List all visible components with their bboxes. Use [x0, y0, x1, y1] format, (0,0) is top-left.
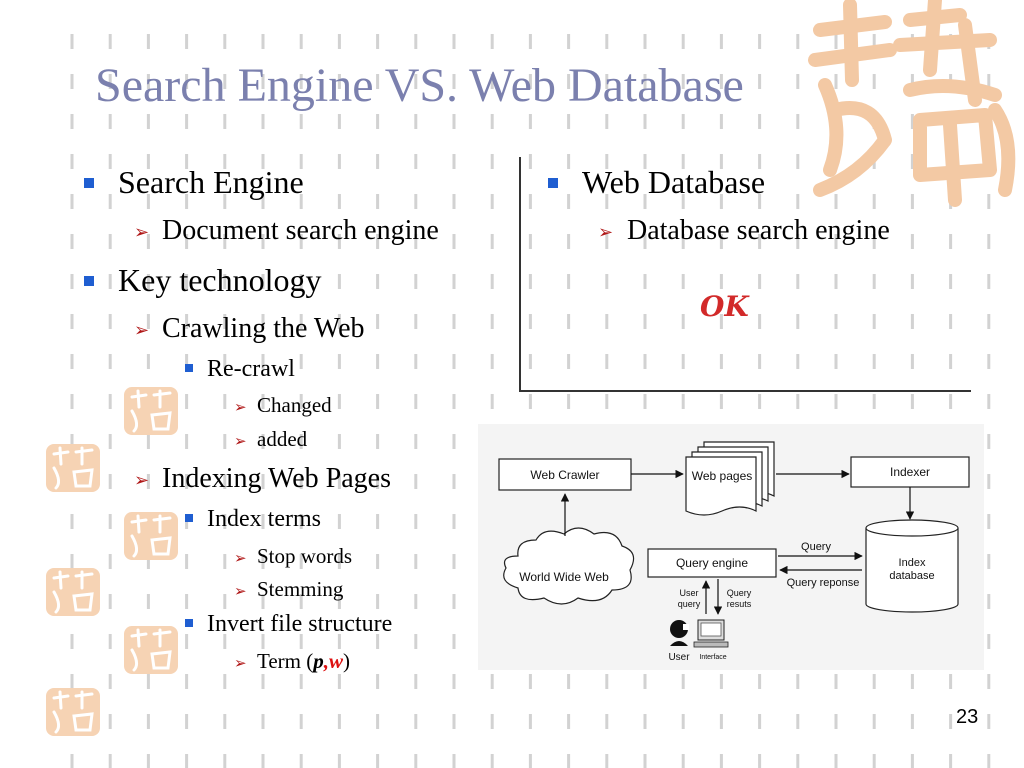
index-database-cylinder: Index database — [865, 519, 959, 613]
bullet-invert-file-structure: Invert file structure — [207, 611, 393, 637]
query-results-label-2: resuts — [727, 599, 752, 609]
user-query-label-2: query — [678, 599, 701, 609]
square-bullet — [548, 178, 558, 188]
bullet-recrawl: Re-crawl — [207, 356, 295, 382]
arrow-bullet: ➢ — [234, 432, 247, 450]
column-divider-vertical — [519, 157, 521, 391]
square-bullet — [185, 364, 193, 372]
bullet-key-technology: Key technology — [118, 262, 322, 298]
arrow-bullet: ➢ — [134, 222, 150, 243]
bullet-index-terms: Index terms — [207, 506, 321, 532]
term-w: w — [329, 649, 344, 673]
term-suffix: ) — [343, 649, 351, 673]
query-engine-label: Query engine — [676, 556, 748, 570]
world-wide-web-label: World Wide Web — [519, 570, 609, 584]
seal-decoration — [124, 626, 178, 674]
user-label: User — [668, 652, 690, 663]
ok-annotation: OK — [700, 290, 749, 323]
query-label: Query — [801, 541, 831, 553]
bullet-indexing-web-pages: Indexing Web Pages — [162, 463, 391, 494]
bullet-web-database: Web Database — [582, 164, 766, 200]
index-database-label-2: database — [889, 570, 934, 582]
seal-decoration — [46, 688, 100, 736]
computer-interface-icon — [693, 619, 729, 648]
calligraphy-decoration — [808, 0, 1016, 207]
arrow-bullet: ➢ — [134, 320, 150, 341]
query-reponse-label: Query reponse — [787, 577, 860, 589]
arrow-bullet: ➢ — [598, 222, 614, 243]
square-bullet — [185, 514, 193, 522]
seal-decoration — [124, 512, 178, 560]
term-comma: , — [323, 649, 330, 673]
bullet-term-pw: Term (p,w) — [257, 649, 350, 674]
bullet-document-search-engine: Document search engine — [162, 215, 439, 246]
column-divider-horizontal — [519, 390, 971, 392]
square-bullet — [185, 619, 193, 627]
seal-decoration — [46, 568, 100, 616]
user-query-label-1: User — [679, 588, 698, 598]
user-icon — [670, 620, 689, 646]
square-bullet — [84, 276, 94, 286]
seal-decoration — [46, 444, 100, 492]
bullet-stemming: Stemming — [257, 577, 344, 601]
bullet-changed: Changed — [257, 393, 332, 417]
interface-label: Interface — [699, 654, 726, 661]
world-wide-web-cloud: World Wide Web — [503, 527, 635, 605]
web-crawler-box: Web Crawler — [498, 458, 632, 491]
arrow-bullet: ➢ — [234, 398, 247, 416]
index-database-label-1: Index — [899, 557, 926, 569]
query-results-label-1: Query — [727, 588, 752, 598]
arrow-bullet: ➢ — [234, 549, 247, 567]
bullet-database-search-engine: Database search engine — [627, 215, 890, 246]
bullet-crawling-the-web: Crawling the Web — [162, 313, 365, 344]
page-number: 23 — [956, 706, 979, 728]
bullet-stop-words: Stop words — [257, 544, 353, 568]
bullet-added: added — [257, 427, 308, 451]
arrow-bullet: ➢ — [134, 470, 150, 491]
search-engine-architecture-diagram: Web Crawler Web pages Indexer World Wide… — [478, 424, 984, 670]
web-pages-documents — [685, 441, 775, 516]
square-bullet — [84, 178, 94, 188]
arrow-bullet: ➢ — [234, 582, 247, 600]
query-engine-box: Query engine — [647, 548, 777, 578]
arrow-bullet: ➢ — [234, 654, 247, 672]
web-pages-label: Web pages — [692, 469, 753, 483]
seal-decoration — [124, 387, 178, 435]
term-p: p — [313, 649, 324, 673]
indexer-label: Indexer — [890, 465, 930, 479]
indexer-box: Indexer — [850, 456, 970, 488]
term-prefix: Term ( — [257, 649, 314, 673]
bullet-search-engine: Search Engine — [118, 164, 304, 200]
web-crawler-label: Web Crawler — [530, 468, 599, 482]
slide-title: Search Engine VS. Web Database — [95, 59, 744, 112]
